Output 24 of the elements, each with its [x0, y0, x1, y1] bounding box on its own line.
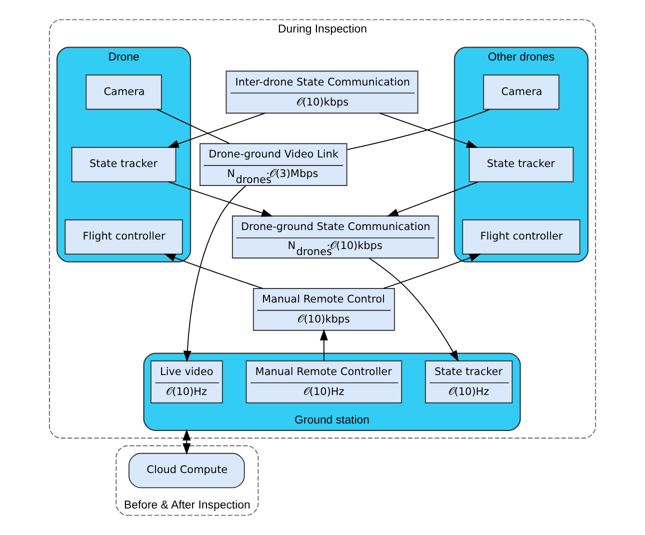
arrow [383, 254, 481, 289]
arrow [164, 254, 264, 289]
connector [346, 108, 490, 150]
node-box: Flight controller [64, 219, 183, 255]
node-box: Manual Remote Control 𝒪(10)kbps [252, 288, 395, 331]
arrow [183, 185, 246, 362]
arrow [182, 429, 191, 455]
node-box: Inter-drone State Communication 𝒪(10)kbps [226, 70, 418, 114]
node-box: Flight controller [462, 219, 580, 255]
node-box: State tracker [468, 146, 574, 182]
arrow [379, 112, 478, 148]
node-box: Cloud Compute [128, 452, 245, 488]
node-box: Camera [86, 74, 162, 110]
arrow [167, 112, 266, 148]
arrow [320, 328, 328, 362]
arrow [368, 258, 459, 362]
node-box: Manual Remote Controller 𝒪(10)Hz [246, 360, 402, 404]
node-box: Live video 𝒪(10)Hz [150, 360, 223, 404]
connector [156, 108, 230, 144]
arrow [386, 181, 479, 217]
node-box: State tracker [71, 146, 176, 182]
arrow [168, 181, 274, 217]
node-box: Camera [483, 74, 560, 110]
node-box: State tracker 𝒪(10)Hz [424, 360, 513, 404]
